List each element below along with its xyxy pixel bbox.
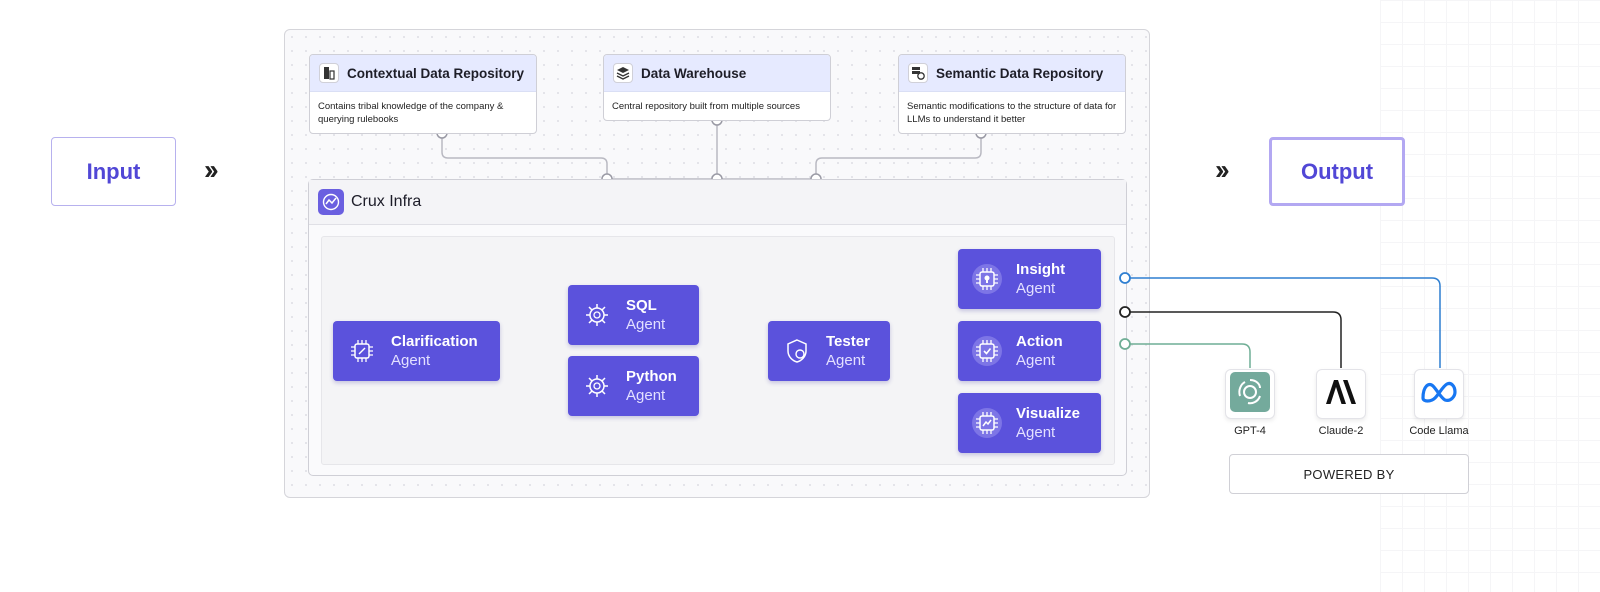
output-box[interactable]: Output — [1269, 137, 1405, 206]
lightbulb-chip-icon — [972, 264, 1002, 294]
repo-title: Semantic Data Repository — [936, 65, 1104, 81]
meta-icon — [1419, 380, 1459, 409]
input-label: Input — [86, 158, 141, 184]
infra-title: Crux Infra — [351, 193, 422, 210]
repo-data-warehouse[interactable]: Data Warehouse Central repository built … — [603, 54, 831, 121]
repo-semantic[interactable]: Semantic Data Repository Semantic modifi… — [898, 54, 1126, 134]
openai-icon — [1230, 371, 1270, 417]
agent-name: Python — [626, 368, 677, 385]
repo-title: Contextual Data Repository — [347, 65, 525, 81]
agent-role: Agent — [1016, 280, 1056, 297]
llm-code-llama[interactable] — [1414, 369, 1464, 419]
agent-python[interactable]: Python Agent — [568, 356, 699, 416]
book-icon — [319, 63, 339, 83]
shield-gear-icon — [782, 336, 812, 366]
agent-sql[interactable]: SQL Agent — [568, 285, 699, 345]
agent-tester[interactable]: Tester Agent — [768, 321, 890, 381]
agent-action[interactable]: Action Agent — [958, 321, 1101, 381]
llm-label: GPT-4 — [1234, 425, 1266, 437]
layers-icon — [613, 63, 633, 83]
agent-clarification[interactable]: Clarification Agent — [333, 321, 500, 381]
agent-role: Agent — [1016, 424, 1056, 441]
chart-chip-icon — [972, 408, 1002, 438]
anthropic-icon — [1323, 378, 1359, 411]
agent-role: Agent — [626, 387, 666, 404]
llm-claude2[interactable] — [1316, 369, 1366, 419]
repo-contextual[interactable]: Contextual Data Repository Contains trib… — [309, 54, 537, 134]
llm-label: Code Llama — [1409, 425, 1469, 437]
agent-visualize[interactable]: Visualize Agent — [958, 393, 1101, 453]
check-chip-icon — [972, 336, 1002, 366]
agent-name: Visualize — [1016, 405, 1080, 422]
agent-name: SQL — [626, 297, 657, 314]
powered-by-box: POWERED BY — [1229, 454, 1469, 494]
repo-description: Central repository built from multiple s… — [612, 101, 800, 112]
agent-role: Agent — [626, 316, 666, 333]
database-settings-icon — [908, 63, 928, 83]
agent-name: Clarification — [391, 333, 478, 350]
agent-insight[interactable]: Insight Agent — [958, 249, 1101, 309]
gear-icon — [582, 300, 612, 330]
agent-role: Agent — [1016, 352, 1056, 369]
agent-role: Agent — [826, 352, 866, 369]
llm-label: Claude-2 — [1318, 425, 1364, 437]
output-label: Output — [1300, 158, 1374, 184]
crux-logo-icon — [318, 189, 344, 215]
repo-title: Data Warehouse — [641, 65, 747, 81]
chip-icon — [347, 336, 377, 366]
agent-name: Action — [1016, 333, 1063, 350]
agent-role: Agent — [391, 352, 431, 369]
agent-name: Insight — [1016, 261, 1066, 278]
repo-description: Semantic modifications to the structure … — [907, 101, 1117, 125]
repo-description: Contains tribal knowledge of the company… — [318, 101, 504, 125]
agent-name: Tester — [826, 333, 870, 350]
input-box[interactable]: Input — [51, 137, 176, 206]
gear-icon — [582, 371, 612, 401]
llm-gpt4[interactable] — [1225, 369, 1275, 419]
powered-by-label: POWERED BY — [1303, 466, 1395, 482]
